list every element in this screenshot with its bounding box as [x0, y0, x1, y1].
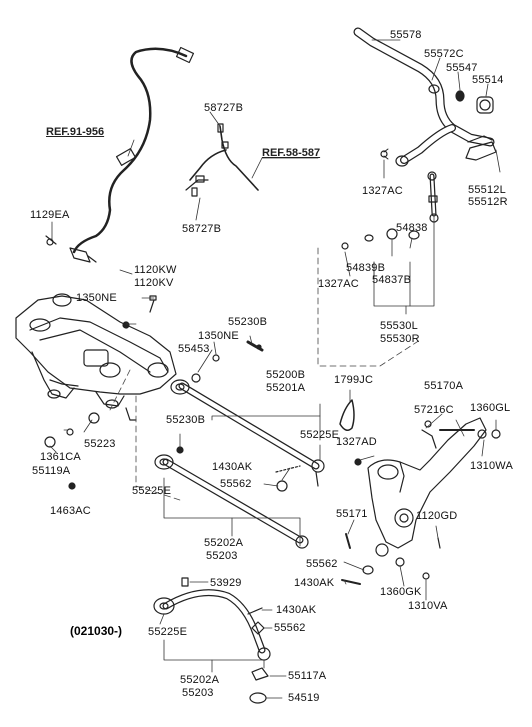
part-55572C-label: 55572C [424, 48, 464, 60]
part-55562-low-label: 55562 [306, 558, 338, 570]
part-55230B-top-label: 55230B [228, 316, 268, 328]
part-55117A-label: 55117A [288, 670, 327, 682]
part-1430AK-low-label: 1430AK [294, 577, 335, 589]
abs-sensor-illustration [45, 46, 195, 263]
part-55201A-label: 55201A [266, 382, 306, 394]
part-54838-label: 54838 [396, 222, 428, 234]
part-55512R-label: 55512R [468, 196, 508, 208]
subframe-illustration [15, 293, 177, 421]
lower-arm-illustration [154, 446, 309, 549]
part-55225E-left-label: 55225E [132, 485, 172, 497]
part-55202A-mid-label: 55202A [204, 537, 244, 549]
part-1350NE-left-label: 1350NE [76, 292, 117, 304]
part-55202A-bot-label: 55202A [180, 674, 220, 686]
part-1360GK-label: 1360GK [380, 586, 422, 598]
ref-58-587-label[interactable]: REF.58-587 [262, 147, 321, 159]
part-53929-label: 53929 [210, 577, 242, 589]
part-1463AC-label: 1463AC [50, 505, 91, 517]
part-1327AC-top-label: 1327AC [362, 185, 403, 197]
part-58727B-bottom-label: 58727B [182, 223, 222, 235]
part-55514-label: 55514 [472, 74, 504, 86]
part-55530L-label: 55530L [380, 320, 418, 332]
knuckle-illustration [341, 417, 501, 585]
part-1310VA-label: 1310VA [408, 600, 448, 612]
part-55230B-low-label: 55230B [166, 414, 206, 426]
part-55578-label: 55578 [390, 29, 422, 41]
leader-lines [49, 39, 501, 699]
part-55119A-label: 55119A [32, 465, 71, 477]
part-55203-mid-label: 55203 [206, 550, 238, 562]
part-55170A-label: 55170A [424, 380, 464, 392]
part-55530R-label: 55530R [380, 333, 420, 345]
part-1430AK-mid-label: 1430AK [212, 461, 253, 473]
subframe-hardware-illustration [44, 295, 157, 490]
part-55562-bot-label: 55562 [274, 622, 306, 634]
upper-arm-illustration [170, 340, 325, 487]
part-58727B-top-label: 58727B [204, 102, 244, 114]
part-55203-bot-label: 55203 [182, 687, 214, 699]
spring-clip-illustration [339, 399, 355, 431]
part-54837B-label: 54837B [372, 274, 412, 286]
variant-note-label: (021030-) [70, 624, 123, 638]
part-1120KV-label: 1120KV [134, 277, 174, 289]
part-55547-label: 55547 [446, 62, 478, 74]
brake-line-illustration [185, 123, 259, 197]
part-55223-label: 55223 [84, 438, 116, 450]
part-55562-mid-label: 55562 [220, 478, 252, 490]
variant-arm-illustration [153, 577, 271, 704]
part-55225E-bot-label: 55225E [148, 626, 188, 638]
part-1310WA-label: 1310WA [470, 460, 513, 472]
part-54839B-label: 54839B [346, 262, 386, 274]
part-1799JC-label: 1799JC [334, 374, 374, 386]
part-1327AC-mid-label: 1327AC [318, 278, 359, 290]
part-1360GL-label: 1360GL [470, 402, 511, 414]
part-1327AD-label: 1327AD [336, 436, 377, 448]
part-1350NE-mid-label: 1350NE [198, 330, 239, 342]
part-55171-label: 55171 [336, 508, 368, 520]
part-1129EA-label: 1129EA [30, 209, 70, 221]
ref-91-956-label[interactable]: REF.91-956 [46, 126, 105, 138]
part-55225E-mid-label: 55225E [300, 429, 340, 441]
dashed-reference-lines [109, 247, 421, 501]
stabilizer-link-illustration [341, 148, 439, 250]
part-1120GD-label: 1120GD [416, 510, 458, 522]
part-55512L-label: 55512L [468, 184, 506, 196]
part-1430AK-bot-label: 1430AK [276, 604, 317, 616]
part-55200B-label: 55200B [266, 369, 306, 381]
part-55453-label: 55453 [178, 343, 210, 355]
part-54519-label: 54519 [288, 692, 320, 704]
stabilizer-bar-illustration [353, 27, 497, 167]
part-1361CA-label: 1361CA [40, 451, 81, 463]
part-57216C-label: 57216C [414, 404, 454, 416]
part-1120KW-label: 1120KW [134, 264, 177, 276]
